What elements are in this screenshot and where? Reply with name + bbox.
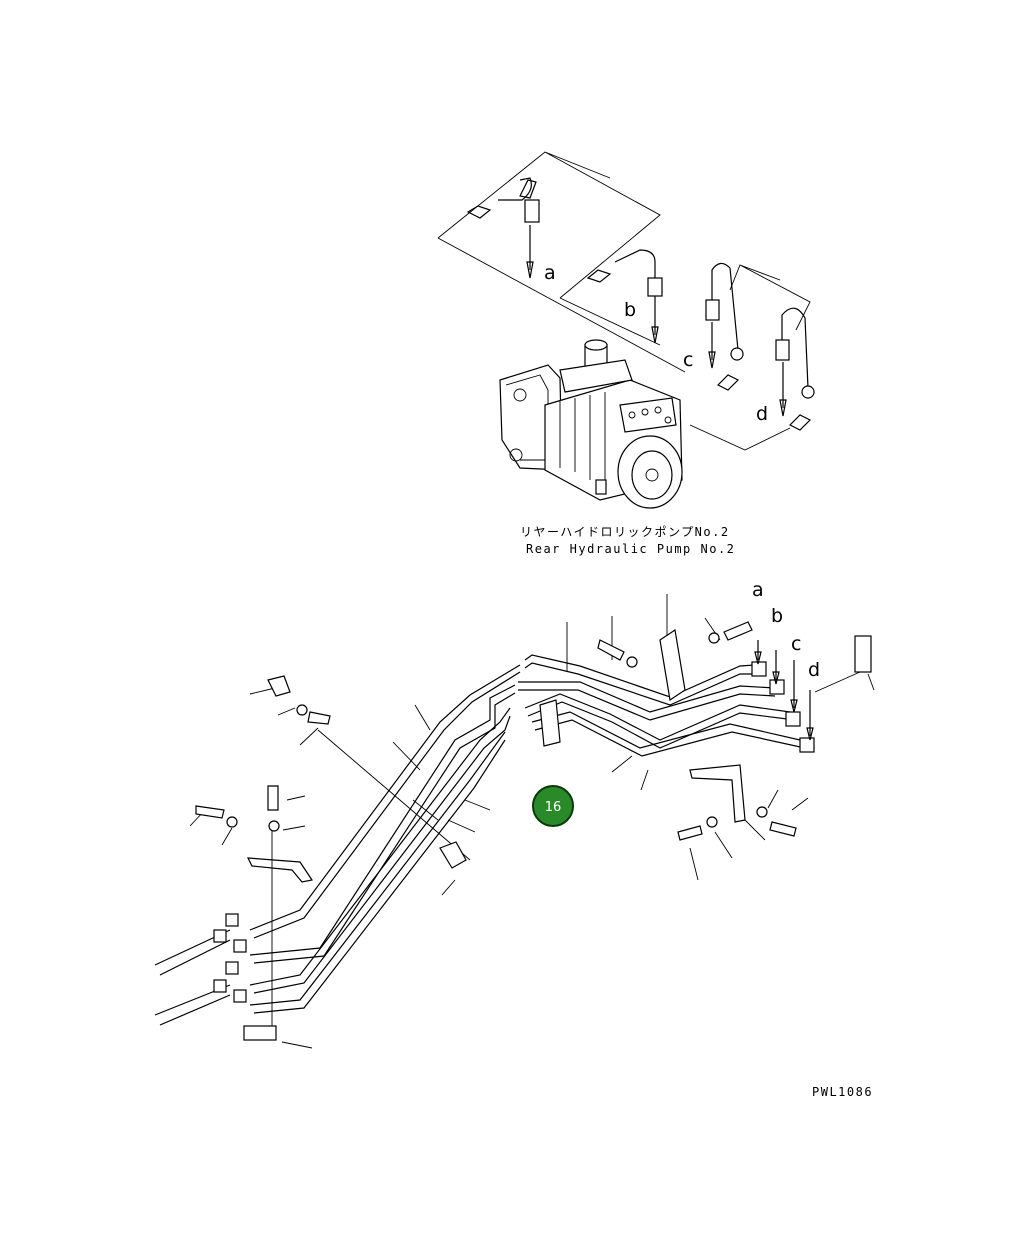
label-top-a: a bbox=[544, 262, 556, 284]
bracket-parts bbox=[195, 621, 872, 1041]
label-bottom-b: b bbox=[771, 605, 783, 627]
bottom-piping-assembly: a b c d bbox=[154, 579, 875, 1049]
callout-badge-16[interactable]: 16 bbox=[532, 785, 574, 827]
caption-english: Rear Hydraulic Pump No.2 bbox=[526, 542, 735, 556]
caption-japanese: リヤーハイドロリックポンプNo.2 bbox=[520, 525, 730, 539]
hose-b bbox=[586, 249, 663, 344]
callout-badge-number[interactable]: 16 bbox=[545, 800, 562, 815]
label-bottom-a: a bbox=[752, 579, 764, 601]
hose-d bbox=[775, 307, 815, 431]
hose-a bbox=[466, 177, 540, 279]
hose-c bbox=[705, 262, 744, 391]
label-top-c: c bbox=[683, 349, 693, 371]
callout-badge-circle[interactable] bbox=[532, 785, 574, 827]
pipe-bundle-upper bbox=[518, 640, 815, 757]
top-hose-assembly: a b c d リヤーハイドロリックポンプNo.2 Rear Hydraulic… bbox=[437, 151, 815, 556]
label-bottom-c: c bbox=[791, 633, 801, 655]
pipe-bundle-diagonal bbox=[154, 664, 521, 1026]
rear-hydraulic-pump bbox=[499, 339, 683, 509]
label-top-b: b bbox=[624, 299, 636, 321]
label-bottom-d: d bbox=[808, 659, 820, 681]
label-top-d: d bbox=[756, 403, 768, 425]
drawing-code: PWL1086 bbox=[812, 1085, 873, 1099]
